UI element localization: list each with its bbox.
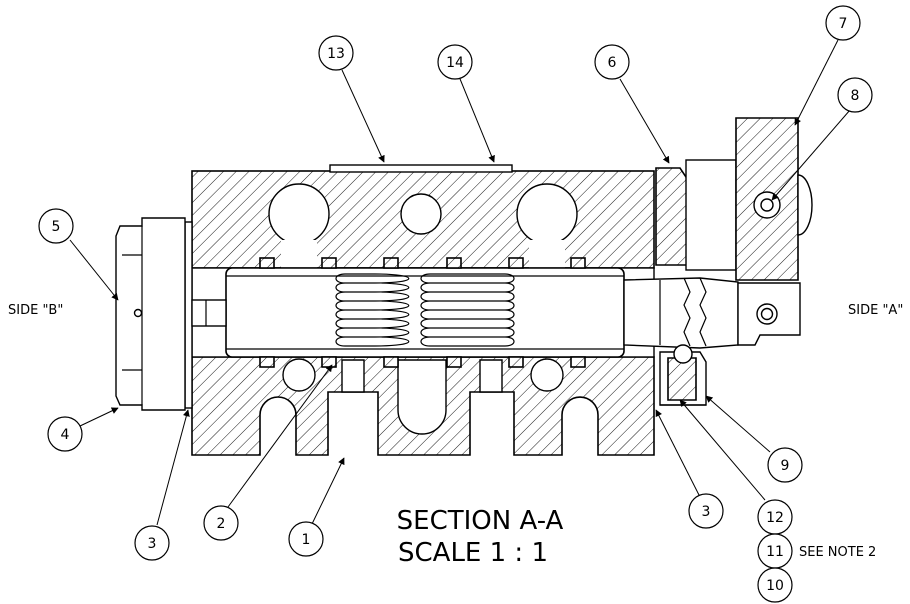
- callout-7: 7: [825, 5, 861, 41]
- callout-8: 8: [837, 77, 873, 113]
- svg-text:4: 4: [61, 427, 70, 443]
- svg-text:10: 10: [766, 578, 784, 594]
- svg-text:5: 5: [52, 219, 61, 235]
- callout-6: 6: [594, 44, 630, 80]
- callout-3-right: 3: [688, 493, 724, 529]
- callout-5: 5: [38, 208, 74, 244]
- callout-9: 9: [767, 447, 803, 483]
- spring-coils: [335, 273, 515, 347]
- scale-label: SCALE 1 : 1: [398, 538, 548, 568]
- svg-text:3: 3: [148, 536, 157, 552]
- upper-cavities: [268, 183, 578, 268]
- detent-screw: [659, 344, 707, 406]
- callout-2: 2: [203, 505, 239, 541]
- section-title: SECTION A-A: [397, 506, 564, 536]
- callout-10: 10: [757, 567, 793, 603]
- callout-12: 12: [757, 499, 793, 535]
- svg-text:2: 2: [217, 516, 226, 532]
- callout-3-left: 3: [134, 525, 170, 561]
- callout-14: 14: [437, 44, 473, 80]
- seals: [259, 257, 586, 368]
- top-plate: [329, 164, 513, 173]
- lower-cavities: [282, 358, 564, 435]
- callout-13: 13: [318, 35, 354, 71]
- svg-text:7: 7: [839, 16, 848, 32]
- spool: [225, 267, 625, 358]
- svg-text:3: 3: [702, 504, 711, 520]
- svg-text:8: 8: [851, 88, 860, 104]
- svg-text:11: 11: [766, 544, 784, 560]
- end-cap-b: [115, 217, 227, 411]
- callout-1: 1: [288, 521, 324, 557]
- svg-text:1: 1: [302, 532, 311, 548]
- svg-text:6: 6: [608, 55, 617, 71]
- callout-4: 4: [47, 416, 83, 452]
- callout-11: 11: [757, 533, 793, 569]
- svg-text:13: 13: [327, 46, 345, 62]
- svg-text:12: 12: [766, 510, 784, 526]
- leader-lines: [69, 39, 851, 526]
- svg-text:14: 14: [446, 55, 464, 71]
- side-a-label: SIDE "A": [848, 303, 903, 318]
- note-label: SEE NOTE 2: [799, 545, 876, 560]
- actuator: [623, 117, 813, 349]
- side-b-label: SIDE "B": [8, 303, 63, 318]
- svg-text:9: 9: [781, 458, 790, 474]
